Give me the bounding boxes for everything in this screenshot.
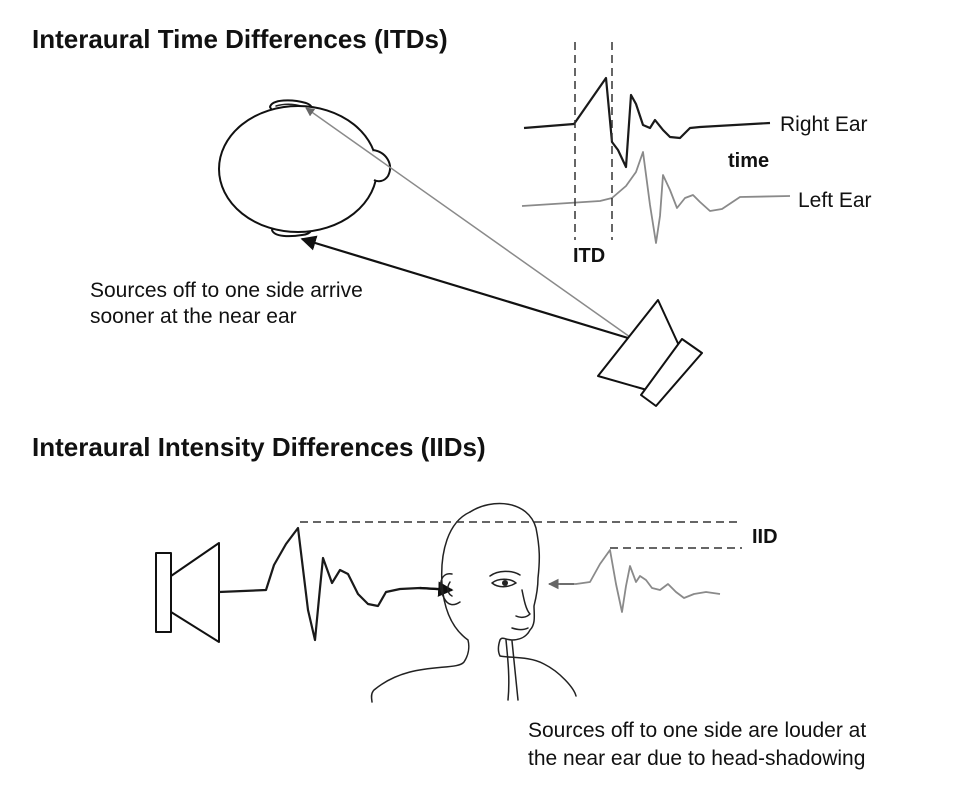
- loudspeaker-icon: [597, 299, 703, 407]
- left-ear-waveform: [521, 151, 791, 244]
- near-ear-arrow: [419, 581, 454, 597]
- itd-caption-line2: sooner at the near ear: [90, 305, 297, 328]
- far-ear-path-arrow: [300, 235, 629, 340]
- near-ear-path-line: [305, 107, 631, 338]
- loudspeaker-icon: [155, 542, 220, 643]
- iid-label: IID: [752, 526, 778, 548]
- right-ear-waveform: [523, 76, 771, 169]
- left-ear-label: Left Ear: [798, 189, 872, 212]
- itd-caption-line1: Sources off to one side arrive: [90, 279, 363, 302]
- time-label: time: [728, 150, 769, 172]
- iid-caption-line2: the near ear due to head-shadowing: [528, 747, 865, 770]
- itd-label: ITD: [573, 245, 605, 267]
- near-ear-waveform: [218, 526, 439, 642]
- far-ear-waveform: [560, 549, 721, 613]
- itd-waveforms: [521, 42, 791, 244]
- itd-section-title: Interaural Time Differences (ITDs): [32, 24, 448, 54]
- head-top-view: [218, 99, 392, 238]
- iid-section-title: Interaural Intensity Differences (IIDs): [32, 432, 486, 462]
- iid-caption-line1: Sources off to one side are louder at: [528, 719, 866, 742]
- person-head-illustration: [370, 502, 577, 703]
- right-ear-label: Right Ear: [780, 113, 868, 136]
